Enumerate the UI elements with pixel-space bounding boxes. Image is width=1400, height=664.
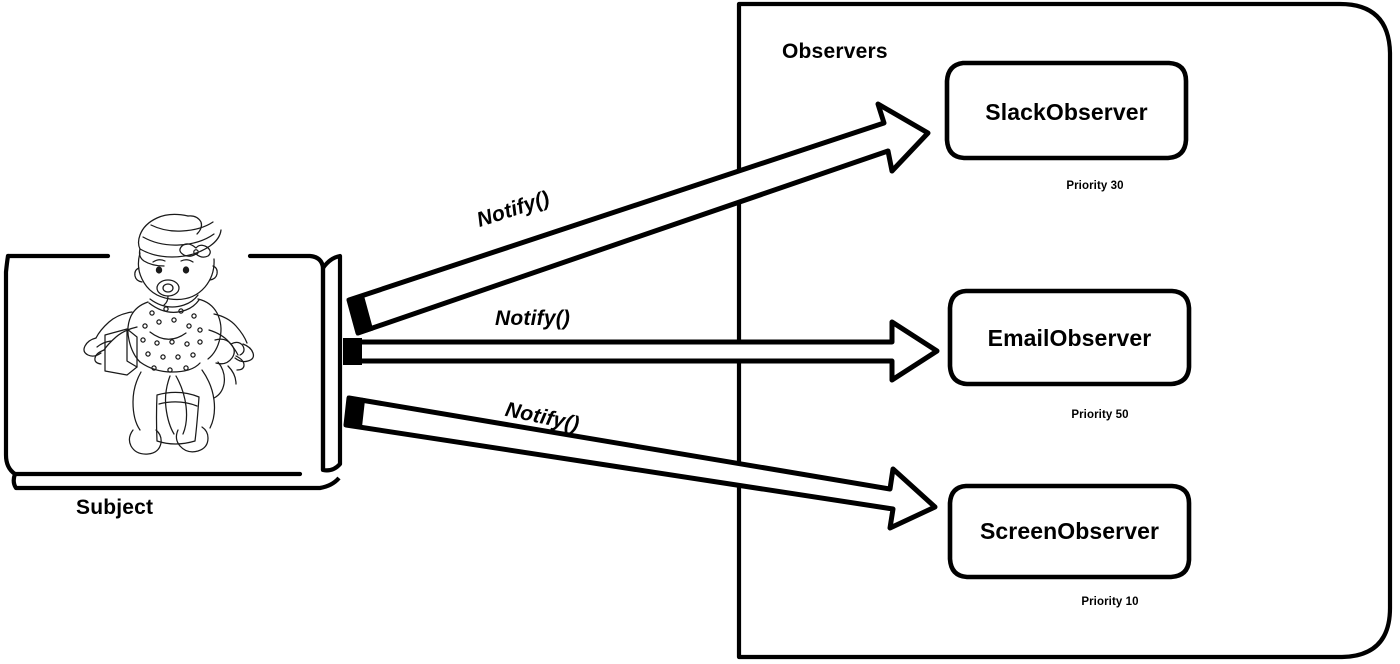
subject-box [3, 253, 343, 491]
priority-label-slack: Priority 30 [1066, 180, 1124, 192]
arrow-subject-to-email [343, 319, 940, 383]
arrow-subject-to-slack [346, 101, 931, 336]
edge-label-notify-email: Notify() [495, 307, 571, 330]
observer-box-email[interactable] [947, 288, 1192, 387]
subject-label: Subject [76, 496, 154, 519]
observer-box-screen[interactable] [947, 483, 1192, 580]
priority-label-email: Priority 50 [1071, 409, 1129, 421]
observer-label-screen: ScreenObserver [979, 518, 1160, 544]
observers-group-container [736, 1, 1393, 660]
observer-box-slack[interactable] [944, 60, 1189, 161]
observer-label-slack: SlackObserver [985, 99, 1148, 125]
arrow-subject-to-screen [343, 395, 938, 531]
baby-doll-illustration [83, 213, 255, 455]
observer-label-email: EmailObserver [987, 325, 1152, 351]
priority-label-screen: Priority 10 [1081, 596, 1139, 608]
observers-group-label: Observers [782, 40, 888, 63]
